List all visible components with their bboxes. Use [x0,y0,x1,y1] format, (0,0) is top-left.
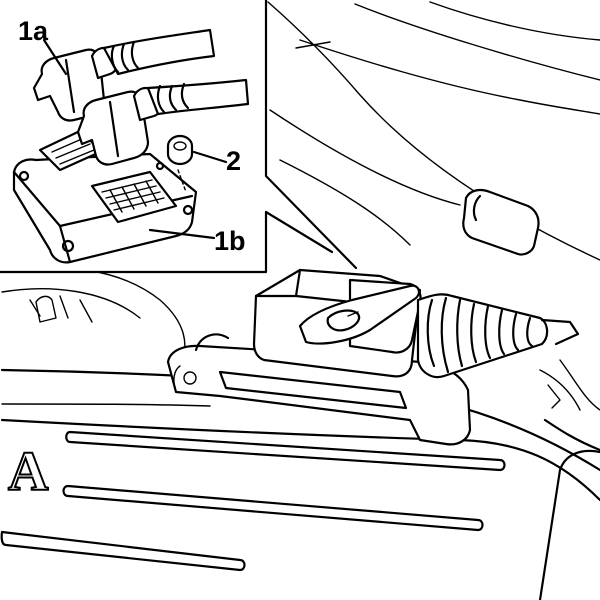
wiring-harness [416,293,600,452]
ecu-unit [252,268,422,378]
callout-1a: 1a [18,16,49,46]
bracket-block [462,188,540,256]
callout-2: 2 [226,146,241,176]
cover-logo-fragment: A [8,441,49,503]
inset-connector-plugs [32,28,250,193]
callout-leaders [42,38,228,240]
callout-1b: 1b [214,226,246,256]
engine-cover: A [0,418,600,600]
